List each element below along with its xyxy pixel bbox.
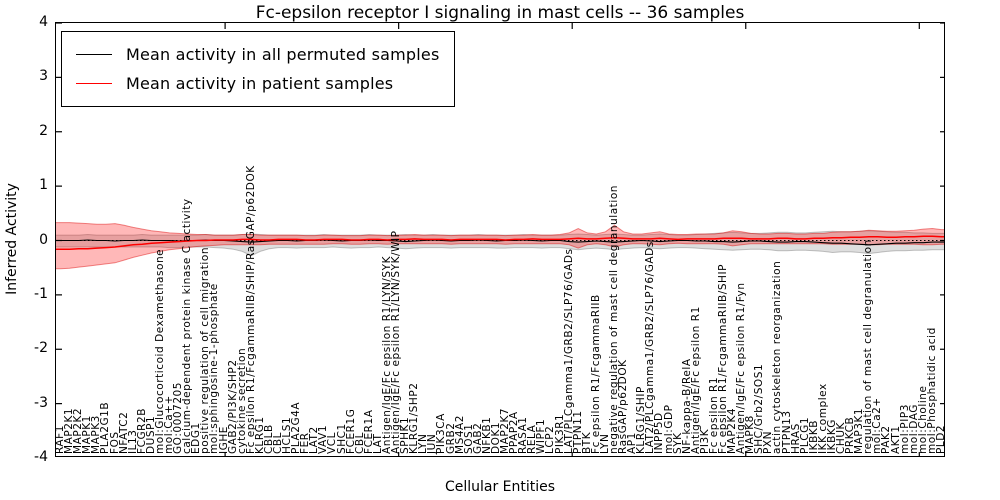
patient-band-lower-edge <box>56 242 944 270</box>
y-tick-label: 3 <box>39 68 48 85</box>
x-axis-label: Cellular Entities <box>444 479 556 495</box>
y-tick-label: 1 <box>39 177 48 194</box>
x-tick-label: PLD2 <box>934 424 945 454</box>
y-tick-label: 2 <box>39 122 48 139</box>
x-tick-label: Fc epsilon R1/FcgammaRIIB <box>589 294 602 454</box>
y-tick-label: 0 <box>39 231 48 248</box>
permuted-band-upper-edge <box>56 230 944 236</box>
y-tick-label: 4 <box>39 14 48 30</box>
legend-item-patient: Mean activity in patient samples <box>72 69 440 98</box>
permuted-band <box>56 230 944 256</box>
legend-line-sample-red <box>76 83 112 84</box>
legend: Mean activity in all permuted samples Me… <box>61 31 455 107</box>
chart-title: Fc-epsilon receptor I signaling in mast … <box>255 3 745 23</box>
y-tick-label: -3 <box>34 394 48 411</box>
permuted-band-lower-edge <box>56 246 944 257</box>
y-tick-label: -2 <box>34 340 48 357</box>
x-tick-label: calcium-dependent protein kinase C activ… <box>181 198 194 454</box>
chart-canvas <box>56 23 944 456</box>
patient-band <box>56 222 944 269</box>
legend-label: Mean activity in all permuted samples <box>126 45 440 64</box>
plot-area: Mean activity in all permuted samples Me… <box>55 22 945 457</box>
legend-line-sample-black <box>76 54 112 55</box>
y-tick-label: -4 <box>34 449 48 465</box>
patient-band-upper-edge <box>56 222 944 237</box>
legend-label: Mean activity in patient samples <box>126 74 394 93</box>
y-tick-label: -1 <box>34 285 48 302</box>
patient-mean-line <box>56 235 944 250</box>
x-tick-label: Fc epsilon R1/FcgammaRIIB/SHIP/RasGAP/p6… <box>244 165 257 454</box>
legend-item-permuted: Mean activity in all permuted samples <box>72 40 440 69</box>
